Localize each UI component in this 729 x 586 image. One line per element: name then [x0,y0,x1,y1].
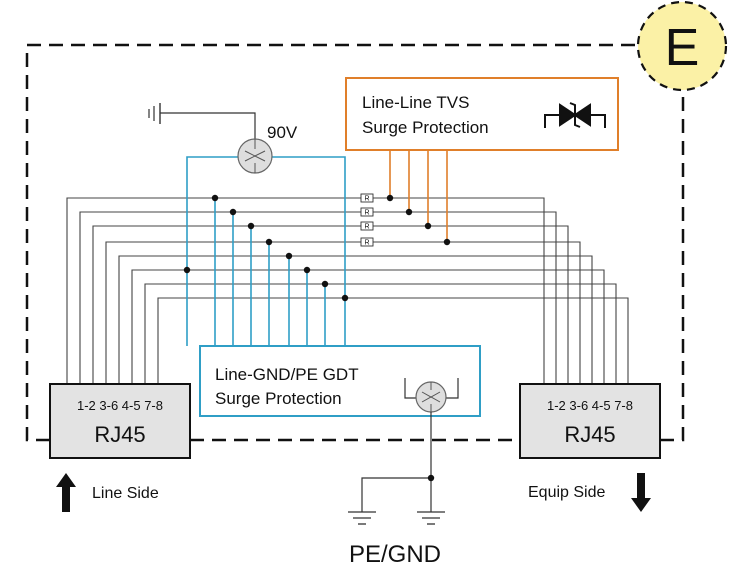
resistor: R [360,193,374,203]
ground-symbol-icon [348,511,376,525]
signal-lines-outer [66,197,629,390]
rj45-right-title: RJ45 [564,422,615,447]
tvs-tap-lines [389,150,448,242]
equip-side-arrow-icon [631,473,651,512]
enclosure-border [25,43,685,442]
svg-text:R: R [364,240,369,247]
svg-text:R: R [364,210,369,217]
equip-side-label: Equip Side [528,484,605,501]
gdt-box-line1: Line-GND/PE GDT [215,365,359,384]
line-side-label: Line Side [92,485,159,502]
gdt-tap-lines [186,156,346,346]
tvs-box-line2: Surge Protection [362,118,489,137]
gdt-box: Line-GND/PE GDT Surge Protection [199,345,481,417]
tvs-diode-icon [544,102,606,128]
gdt-box-line2: Surge Protection [215,389,342,408]
tvs-box-line1: Line-Line TVS [362,93,469,112]
rj45-left-title: RJ45 [94,422,145,447]
line-side-arrow-icon [56,473,76,512]
svg-text:R: R [364,196,369,203]
ground-symbol-icon [417,511,445,525]
gdt-icon [404,378,459,413]
resistor: R [360,207,374,217]
svg-text:R: R [364,224,369,231]
junction-dots [183,194,451,302]
resistor: R [360,237,374,247]
gdt-90v: 90V [148,103,298,174]
rj45-left: 1-2 3-6 4-5 7-8 RJ45 [49,383,191,459]
rj45-left-pins: 1-2 3-6 4-5 7-8 [77,398,163,413]
resistor: R [360,221,374,231]
gdt-voltage-label: 90V [267,123,298,142]
ground-wiring [348,412,445,525]
tvs-box: Line-Line TVS Surge Protection [345,77,619,151]
series-resistors: R R R R [360,193,374,247]
product-badge: E [636,0,728,92]
pe-gnd-label: PE/GND [349,541,441,568]
rj45-right: 1-2 3-6 4-5 7-8 RJ45 [519,383,661,459]
badge-letter: E [665,19,700,77]
rj45-right-pins: 1-2 3-6 4-5 7-8 [547,398,633,413]
